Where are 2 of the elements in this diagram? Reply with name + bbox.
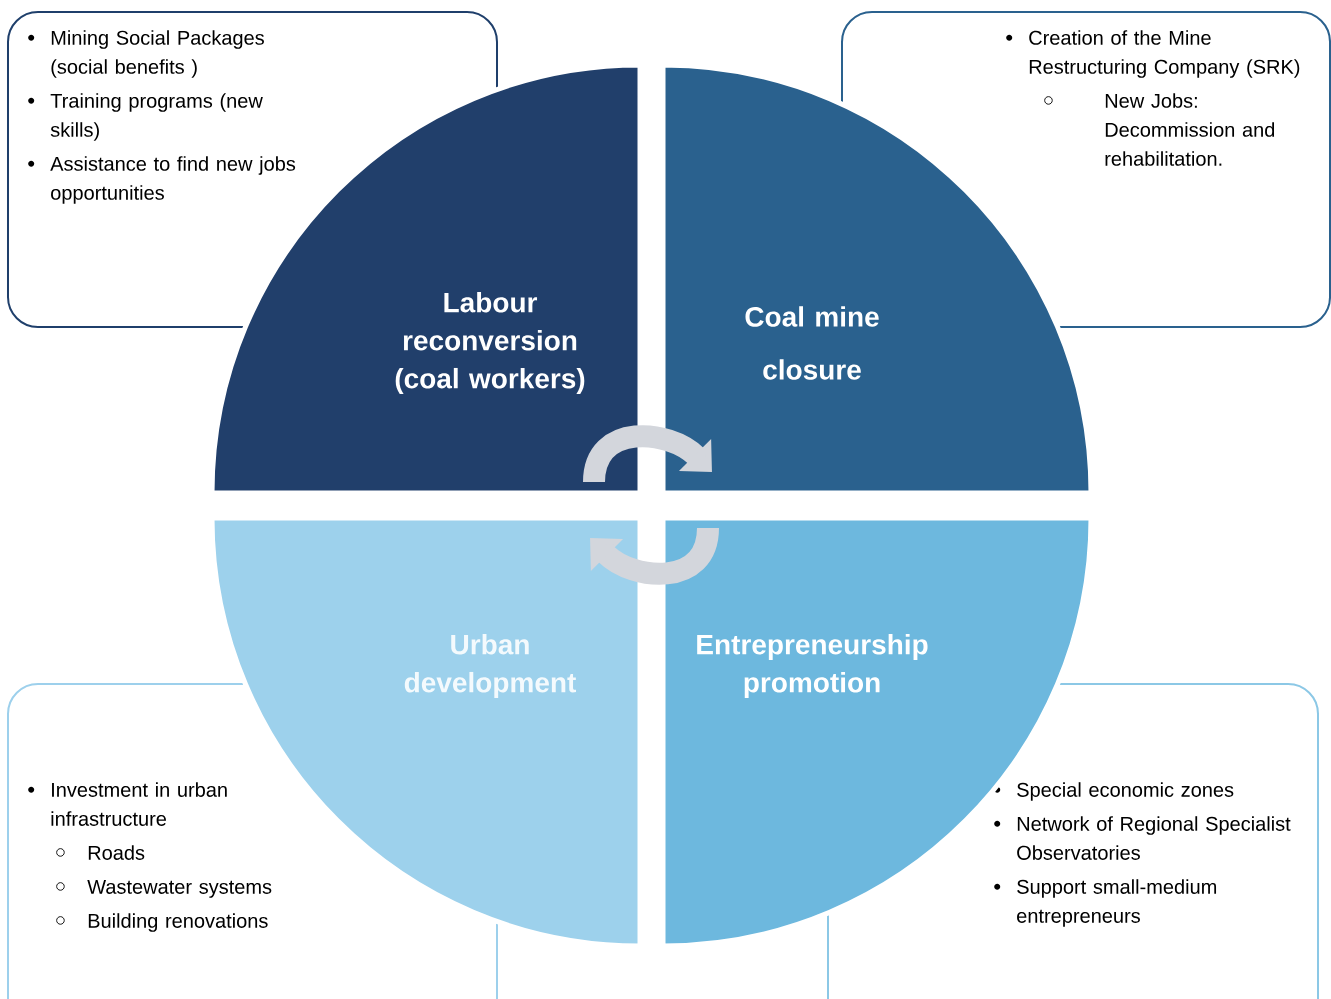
cycle-arrow <box>583 425 712 484</box>
cycle-arrow <box>590 526 719 585</box>
